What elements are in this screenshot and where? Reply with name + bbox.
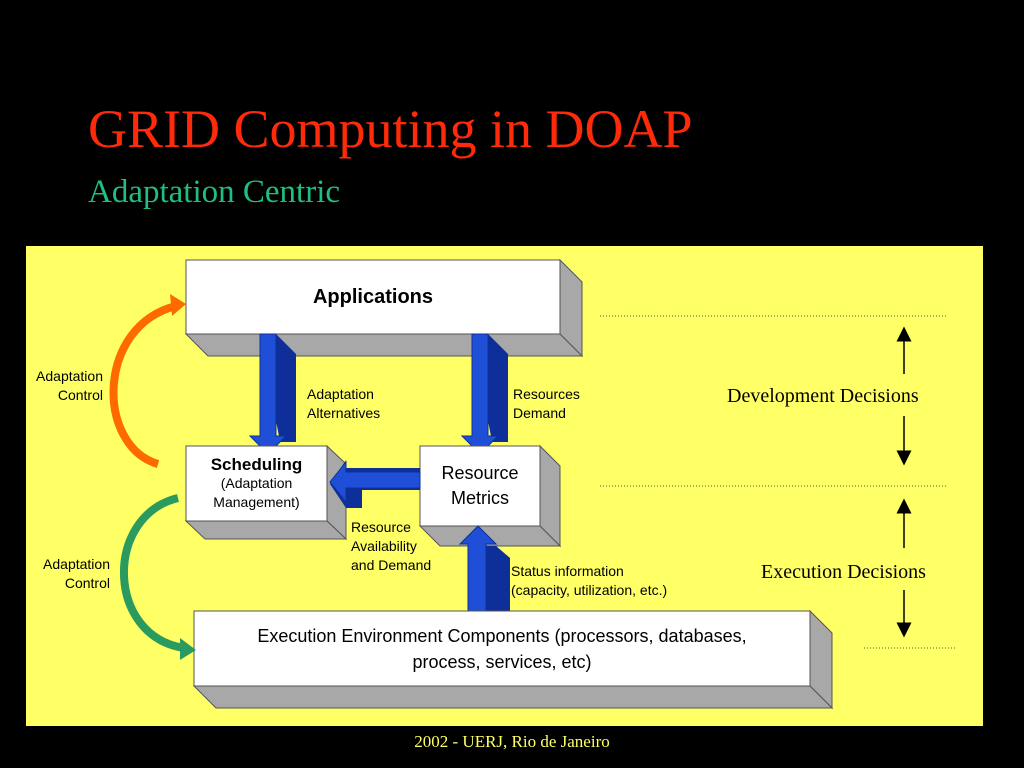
label-resources-demand-line2: Demand (513, 405, 566, 421)
label-adaptation-control-top-line1: Adaptation (36, 368, 103, 384)
resource-metrics-line2: Metrics (451, 488, 509, 508)
label-status-information-line1: Status information (511, 563, 624, 579)
adaptation-control-bottom-curve (120, 494, 196, 660)
applications-box: Applications (186, 260, 560, 334)
scheduling-line2: Management) (213, 494, 300, 510)
resource-metrics-box-3d (418, 444, 562, 548)
execution-env-box: Execution Environment Components (proces… (194, 611, 810, 686)
slide-footer: 2002 - UERJ, Rio de Janeiro (414, 732, 610, 751)
diagram-graphics (109, 258, 956, 710)
diagram-panel: Applications Scheduling (Adaptation Mana… (26, 246, 983, 726)
label-resource-availability: Resource Availability and Demand (351, 518, 431, 575)
scheduling-box-3d (184, 444, 348, 541)
label-resource-availability-line1: Resource (351, 519, 411, 535)
arrow-resource-availability (329, 460, 421, 508)
label-status-information-line2: (capacity, utilization, etc.) (511, 582, 668, 598)
label-status-information: Status information (capacity, utilizatio… (511, 562, 667, 600)
label-adaptation-control-bottom-line1: Adaptation (43, 556, 110, 572)
label-resource-availability-line2: Availability (351, 538, 417, 554)
execution-env-box-3d (192, 609, 834, 710)
resource-metrics-box: Resource Metrics (420, 446, 540, 526)
label-adaptation-control-top-line2: Control (57, 387, 103, 403)
label-adaptation-control-top: Adaptation Control (18, 367, 103, 405)
development-decisions-label: Development Decisions (727, 385, 919, 407)
label-resource-availability-line3: and Demand (351, 557, 432, 573)
execution-env-line1: Execution Environment Components (proces… (257, 625, 747, 646)
arrow-status-information (458, 525, 510, 613)
execution-decisions-label: Execution Decisions (761, 561, 926, 583)
arrow-adaptation-alternatives (248, 333, 296, 455)
adaptation-control-top-curve (109, 294, 186, 468)
scheduling-title: Scheduling (210, 455, 303, 474)
execution-env-line2: process, services, etc) (412, 651, 592, 672)
label-adaptation-control-bottom: Adaptation Control (24, 555, 110, 593)
label-adaptation-alternatives: Adaptation Alternatives (307, 385, 380, 423)
arrow-resources-demand (460, 333, 508, 455)
label-resources-demand-line1: Resources (513, 386, 580, 402)
label-adaptation-alternatives-line1: Adaptation (307, 386, 374, 402)
label-resources-demand: Resources Demand (513, 385, 580, 423)
applications-label: Applications (312, 285, 433, 308)
label-adaptation-control-bottom-line2: Control (64, 575, 110, 591)
scheduling-line1: (Adaptation (220, 475, 293, 491)
resource-metrics-line1: Resource (441, 463, 519, 483)
label-adaptation-alternatives-line2: Alternatives (307, 405, 381, 421)
scheduling-box: Scheduling (Adaptation Management) (186, 446, 327, 521)
slide-subtitle: Adaptation Centric (88, 174, 341, 210)
slide-title: GRID Computing in DOAP (88, 99, 693, 159)
